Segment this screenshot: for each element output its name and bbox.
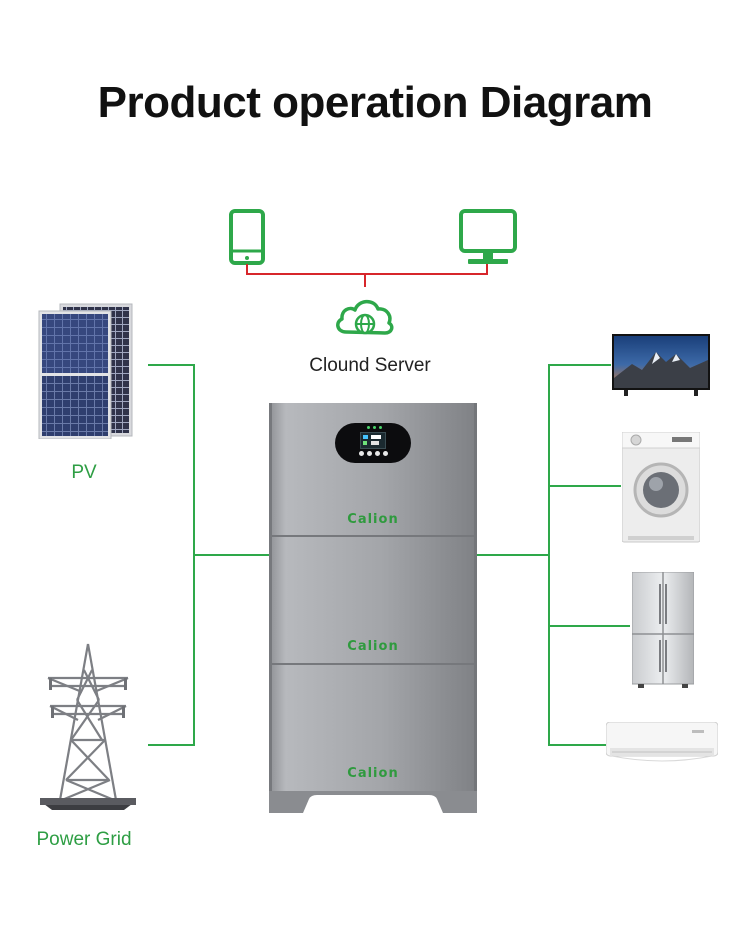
monitor-icon	[458, 208, 518, 266]
pv-label: PV	[71, 462, 97, 483]
link-monitor-vertical	[486, 264, 488, 275]
panel-button[interactable]	[367, 451, 372, 456]
brand-label-top: Calion	[347, 512, 399, 527]
brand-label-bottom: Calion	[347, 766, 399, 781]
link-horizontal	[246, 273, 488, 275]
status-led	[379, 426, 382, 429]
status-led	[373, 426, 376, 429]
power-tower-image	[38, 640, 138, 810]
television-image	[612, 334, 710, 396]
grid-line-horizontal	[148, 744, 194, 746]
lcd-screen	[360, 432, 386, 449]
page-title: Product operation Diagram	[97, 78, 653, 127]
tv-line	[548, 364, 611, 366]
display-panel	[335, 423, 411, 463]
panel-button[interactable]	[375, 451, 380, 456]
panel-button[interactable]	[359, 451, 364, 456]
link-cloud-vertical	[364, 273, 366, 287]
ac-line	[548, 744, 606, 746]
refrigerator-image	[632, 572, 694, 688]
air-conditioner-image	[606, 722, 718, 764]
solar-panel-image	[38, 303, 134, 439]
battery-stack: Calion Calion Calion	[269, 403, 477, 813]
panel-button[interactable]	[383, 451, 388, 456]
cloud-server-label: Clound Server	[309, 355, 431, 376]
power-grid-label: Power Grid	[36, 829, 132, 850]
washer-line	[548, 485, 621, 487]
pv-line-horizontal	[148, 364, 194, 366]
battery-to-right-line	[476, 554, 550, 556]
fridge-line	[548, 625, 630, 627]
right-bus-vertical	[548, 364, 550, 746]
link-phone-vertical	[246, 264, 248, 275]
brand-label-middle: Calion	[347, 639, 399, 654]
status-led	[367, 426, 370, 429]
phone-icon	[228, 208, 266, 266]
cloud-globe-icon	[332, 292, 398, 340]
washing-machine-image	[622, 432, 700, 544]
left-to-battery-line	[193, 554, 269, 556]
